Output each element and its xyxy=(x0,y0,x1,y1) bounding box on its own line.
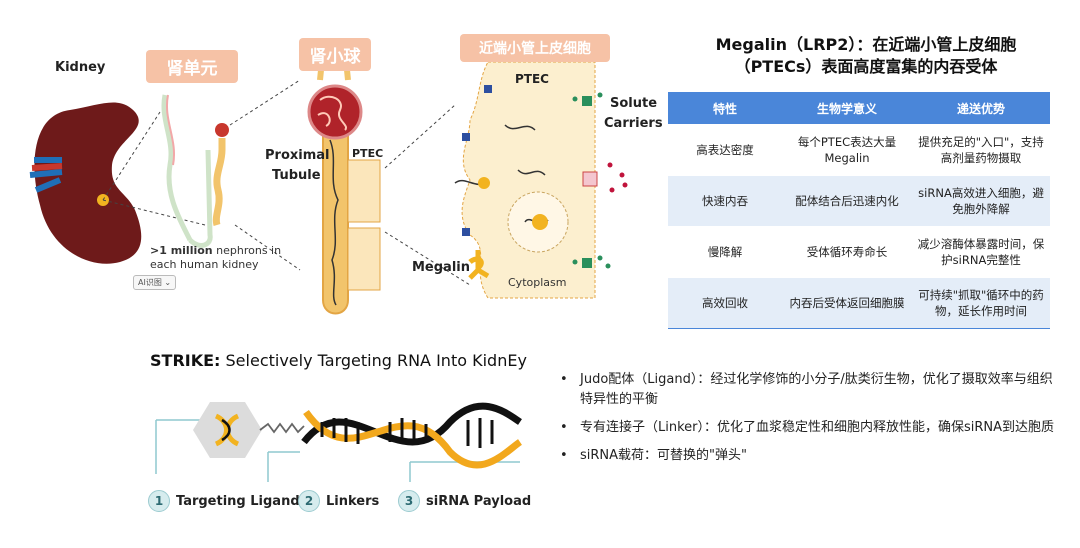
list-item: •Judo配体（Ligand）：经过化学修饰的小分子/肽类衍生物，优化了摄取效率… xyxy=(560,370,1060,410)
table-cell: 快速内吞 xyxy=(668,175,782,227)
table-cell: 受体循环寿命长 xyxy=(782,226,912,278)
strike-prefix: STRIKE: xyxy=(150,351,221,370)
nephron-tag: 肾单元 xyxy=(146,50,238,83)
ptec-cell-label: PTEC xyxy=(515,72,549,86)
legend-linkers: 2 Linkers xyxy=(298,490,379,512)
table-row: 慢降解 受体循环寿命长 减少溶酶体暴露时间，保护siRNA完整性 xyxy=(668,226,1050,278)
solute-label: Solute xyxy=(610,96,658,111)
legend-label: siRNA Payload xyxy=(426,493,532,509)
proximal-label: Proximal xyxy=(265,148,330,163)
legend-label: Linkers xyxy=(326,493,380,509)
legend-number: 2 xyxy=(298,490,320,512)
table-row: 高表达密度 每个PTEC表达大量Megalin 提供充足的"入口"，支持高剂量药… xyxy=(668,124,1050,176)
nephron-count-rest: nephrons in xyxy=(212,244,282,257)
megalin-title: Megalin（LRP2）：在近端小管上皮细胞 （PTECs）表面高度富集的内吞… xyxy=(676,34,1056,78)
table-cell: 配体结合后迅速内化 xyxy=(782,175,912,227)
megalin-label: Megalin xyxy=(412,260,470,275)
tubule-label: Tubule xyxy=(272,168,321,183)
bullet-text: Judo配体（Ligand）：经过化学修饰的小分子/肽类衍生物，优化了摄取效率与… xyxy=(580,372,1053,407)
megalin-title-line2: （PTECs）表面高度富集的内吞受体 xyxy=(734,57,998,76)
megalin-receptor xyxy=(468,250,490,280)
legend-number: 1 xyxy=(148,490,170,512)
list-item: •siRNA载荷：可替换的"弹头" xyxy=(560,446,1060,466)
header-property: 特性 xyxy=(668,92,782,125)
nephron-diagram xyxy=(161,94,213,248)
legend-sirna-payload: 3 siRNA Payload xyxy=(398,490,531,512)
table-row: 快速内吞 配体结合后迅速内化 siRNA高效进入细胞，避免胞外降解 xyxy=(668,175,1050,227)
ptec-cell-box xyxy=(347,159,381,223)
bullet-text: siRNA载荷：可替换的"弹头" xyxy=(580,448,747,463)
ptec-tag: 近端小管上皮细胞 xyxy=(460,34,610,62)
table-cell: 慢降解 xyxy=(668,226,782,278)
sirna-helix-black xyxy=(301,402,522,446)
table-cell: 高表达密度 xyxy=(668,124,782,176)
legend-label: Targeting Ligands xyxy=(176,493,308,509)
nephron-count-text: >1 million nephrons in each human kidney xyxy=(150,244,281,272)
cytoplasm-label: Cytoplasm xyxy=(508,276,567,289)
nephron-count-bold: >1 million xyxy=(150,244,213,257)
ptec-tube-label: PTEC xyxy=(352,147,384,160)
table-row: 高效回收 内吞后受体返回细胞膜 可持续"抓取"循环中的药物，延长作用时间 xyxy=(668,277,1050,329)
megalin-table: 特性 生物学意义 递送优势 高表达密度 每个PTEC表达大量Megalin 提供… xyxy=(668,92,1050,329)
linker-chain xyxy=(259,422,305,434)
table-cell: 高效回收 xyxy=(668,277,782,329)
table-cell: siRNA高效进入细胞，避免胞外降解 xyxy=(912,175,1050,227)
header-advantage: 递送优势 xyxy=(912,92,1050,125)
table-cell: 每个PTEC表达大量Megalin xyxy=(782,124,912,176)
sirna-helix-orange xyxy=(303,409,523,469)
strike-molecule-diagram xyxy=(155,402,523,482)
glomerulus xyxy=(307,84,363,140)
strike-heading: STRIKE: Selectively Targeting RNA Into K… xyxy=(150,351,527,370)
header-significance: 生物学意义 xyxy=(782,92,912,125)
megalin-title-line1: Megalin（LRP2）：在近端小管上皮细胞 xyxy=(715,35,1017,54)
legend-number: 3 xyxy=(398,490,420,512)
strike-expansion: Selectively Targeting RNA Into KidnEy xyxy=(220,351,527,370)
legend-targeting-ligands: 1 Targeting Ligands xyxy=(148,490,307,512)
table-cell: 可持续"抓取"循环中的药物，延长作用时间 xyxy=(912,277,1050,329)
table-cell: 内吞后受体返回细胞膜 xyxy=(782,277,912,329)
feature-bullets: •Judo配体（Ligand）：经过化学修饰的小分子/肽类衍生物，优化了摄取效率… xyxy=(560,370,1060,474)
proximal-tubule xyxy=(322,130,349,315)
carriers-label: Carriers xyxy=(604,116,663,131)
glomerulus-tag: 肾小球 xyxy=(299,38,371,71)
table-header-row: 特性 生物学意义 递送优势 xyxy=(668,92,1050,125)
table-cell: 减少溶酶体暴露时间，保护siRNA完整性 xyxy=(912,226,1050,278)
list-item: •专有连接子（Linker）：优化了血浆稳定性和细胞内释放性能，确保siRNA到… xyxy=(560,418,1060,438)
kidney-label: Kidney xyxy=(55,60,106,75)
bullet-text: 专有连接子（Linker）：优化了血浆稳定性和细胞内释放性能，确保siRNA到达… xyxy=(580,420,1055,435)
ligand-mark xyxy=(214,413,240,447)
kidney-organ xyxy=(34,102,142,264)
ai-badge-button[interactable]: AI识图 ⌄ xyxy=(133,275,177,290)
table-cell: 提供充足的"入口"，支持高剂量药物摄取 xyxy=(912,124,1050,176)
nephron-count-line2: each human kidney xyxy=(150,258,259,271)
